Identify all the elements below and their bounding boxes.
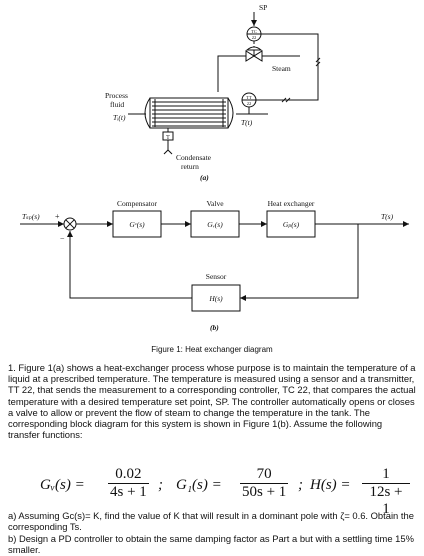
heat-exchanger-tf: Gₚ(s) — [283, 220, 300, 229]
gv-fraction: 0.02 4s + 1 — [108, 466, 149, 501]
compensator-block — [112, 210, 162, 238]
hx-right-head — [227, 97, 234, 129]
question-b: b) Design a PD controller to obtain the … — [8, 533, 414, 556]
sensor-tf: H(s) — [208, 294, 223, 303]
steam-trap-label: T — [166, 135, 170, 141]
g1-denominator: 50s + 1 — [240, 483, 289, 500]
h-numerator: 1 — [382, 466, 390, 482]
steam-label: Steam — [272, 64, 291, 73]
condensate-label-1: Condensate — [176, 153, 212, 162]
process-fluid-label-1: Process — [105, 91, 128, 100]
tt-to-tc-signal-line — [256, 33, 319, 101]
setpoint-label: Tₛₚ(s) — [22, 212, 40, 221]
h-lhs: H(s) = — [310, 477, 351, 493]
valve-tf: Gᵥ(s) — [207, 220, 223, 229]
sensor-label: Sensor — [206, 272, 227, 281]
g1-fraction: 70 50s + 1 — [240, 466, 289, 501]
g1-lhs: G₁(s) = — [176, 477, 222, 493]
signal-tick-4 — [285, 97, 291, 103]
sensor-block — [191, 284, 241, 312]
hx-tubes — [152, 99, 226, 127]
plus-sign: + — [55, 212, 60, 221]
valve-block — [190, 210, 240, 238]
separator-1: ; — [158, 477, 163, 493]
outlet-temp-label: T(t) — [241, 118, 253, 127]
h-denominator: 12s + 1 — [362, 483, 410, 518]
heat-exchanger-shell — [149, 97, 229, 129]
block-diagram — [20, 210, 409, 312]
figure-a-sublabel: (a) — [200, 173, 209, 182]
tt22-tag-top: TT — [246, 95, 252, 100]
feedback-line — [67, 231, 192, 299]
condensate-outlet — [163, 149, 173, 155]
tt22-tag-num: 22 — [247, 101, 252, 106]
tc22-tag-num: 22 — [252, 35, 257, 40]
signal-tick-2 — [315, 61, 321, 67]
problem-statement: 1. Figure 1(a) shows a heat-exchanger pr… — [8, 362, 416, 441]
inlet-temp-label: Tᵢ(t) — [113, 113, 126, 122]
signal-tick-3 — [281, 97, 287, 103]
process-schematic — [128, 12, 321, 155]
gv-numerator: 0.02 — [115, 466, 142, 482]
process-fluid-label-2: fluid — [110, 100, 124, 109]
output-label: T(s) — [381, 212, 394, 221]
figure-caption: Figure 1: Heat exchanger diagram — [151, 345, 273, 354]
heat-exchanger-label: Heat exchanger — [268, 199, 315, 208]
transfer-function-row: Gᵥ(s) = 0.02 4s + 1 ; G₁(s) = 70 50s + 1… — [40, 466, 410, 517]
h-fraction: 1 12s + 1 — [362, 466, 410, 518]
summing-cross-2 — [65, 219, 75, 229]
hx-left-head — [144, 97, 151, 129]
sp-label: SP — [259, 3, 267, 12]
output-to-sensor-line — [240, 224, 359, 301]
compensator-tf: Gᶜ(s) — [129, 220, 145, 229]
compensator-label: Compensator — [117, 199, 157, 208]
minus-sign: − — [60, 234, 65, 243]
signal-tick-1 — [315, 57, 321, 63]
valve-actuator — [245, 46, 263, 51]
valve-label: Valve — [206, 199, 224, 208]
steam-pipe-down — [217, 55, 246, 92]
gv-denominator: 4s + 1 — [108, 483, 149, 500]
steam-valve — [245, 50, 263, 62]
gv-lhs: Gᵥ(s) = — [40, 477, 85, 493]
heat-exchanger-figure: SP TC 22 TT 22 Steam Process fluid Tᵢ(t)… — [20, 3, 409, 332]
figure-b-sublabel: (b) — [210, 323, 219, 332]
g1-numerator: 70 — [256, 466, 272, 482]
heat-exchanger-block — [266, 210, 316, 238]
question-a: a) Assuming Gc(s)= K, find the value of … — [8, 510, 414, 533]
condensate-label-2: return — [181, 162, 199, 171]
tc22-tag-top: TC — [251, 29, 257, 34]
separator-2: ; — [298, 477, 303, 493]
